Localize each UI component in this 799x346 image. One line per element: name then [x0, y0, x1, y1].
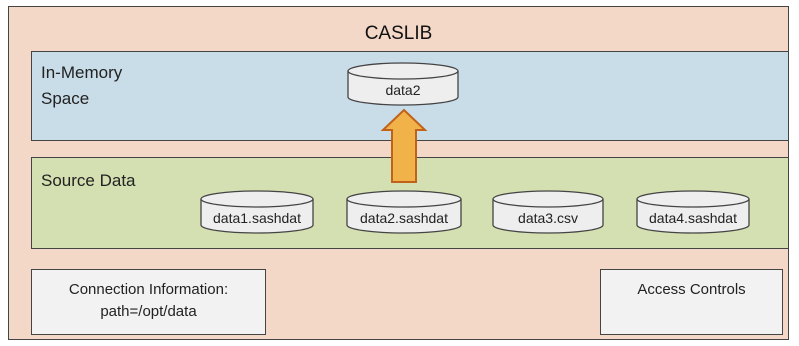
in-memory-space-region: In-Memory Space: [31, 51, 789, 141]
source-data-region: Source Data: [31, 157, 789, 249]
connection-info-path: path=/opt/data: [100, 303, 197, 320]
caslib-title: CASLIB: [364, 23, 433, 44]
in-memory-label-line1: In-Memory: [41, 63, 123, 82]
source-data-label: Source Data: [41, 171, 136, 190]
connection-info-title: Connection Information:: [68, 281, 229, 298]
access-controls-label: Access Controls: [637, 281, 746, 298]
access-controls-box: Access Controls: [600, 269, 783, 335]
in-memory-label-line2: Space: [41, 89, 90, 108]
caslib-container: CASLIB In-Memory Space Source Data Conne…: [8, 6, 789, 340]
in-memory-space-label: In-Memory Space: [41, 60, 122, 112]
connection-information-box: Connection Information: path=/opt/data: [31, 269, 266, 335]
